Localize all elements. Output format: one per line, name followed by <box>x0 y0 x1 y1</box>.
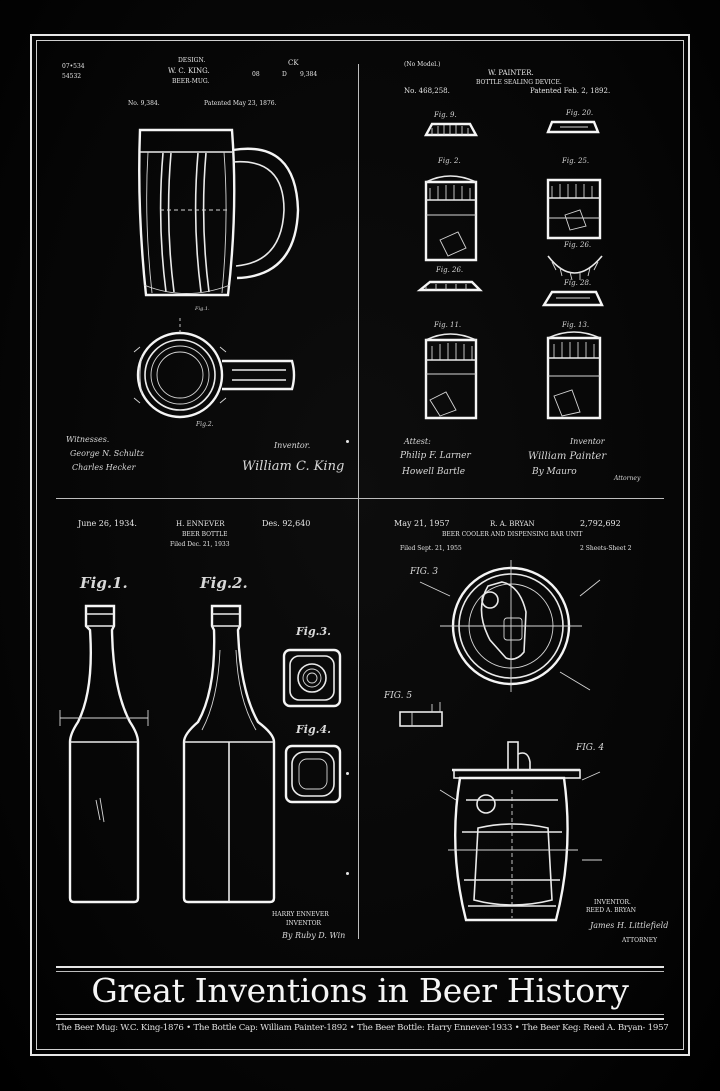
mug-corner-number-2: 54532 <box>62 73 82 80</box>
cap-patent-date: Patented Feb. 2, 1892. <box>530 87 611 95</box>
keg-attorney-label: ATTORNEY <box>622 937 658 944</box>
keg-inventor: R. A. BRYAN <box>490 520 535 528</box>
punch-dot <box>346 872 349 875</box>
cap-fig-label: Fig. 26. <box>564 241 592 249</box>
mug-witnesses-label: Witnesses. <box>66 435 110 444</box>
cap-attorney-signature: By Mauro <box>532 467 577 477</box>
mug-corner-right: CK <box>288 59 299 67</box>
cap-model-label: (No Model.) <box>404 61 441 68</box>
mug-witness-2: Charles Hecker <box>72 463 136 472</box>
mug-inventor: W. C. KING. <box>168 67 210 75</box>
cap-witness-2: Howell Bartle <box>402 467 466 477</box>
bottle-filed: Filed Dec. 21, 1933 <box>170 541 230 548</box>
keg-fig-4-label: FIG. 4 <box>576 743 605 753</box>
poster-frame-inner <box>36 40 684 1050</box>
title-rule-top-thin <box>56 971 664 972</box>
keg-attorney-signature: James H. Littlefield <box>590 921 669 930</box>
mug-inventor-signature: William C. King <box>242 459 345 474</box>
cap-fig-label: Fig. 11. <box>434 321 462 329</box>
keg-subtitle: BEER COOLER AND DISPENSING BAR UNIT <box>442 531 583 538</box>
cap-fig-label: Fig. 2. <box>438 157 461 165</box>
horizontal-divider <box>56 498 664 499</box>
title-rule-bottom-thin <box>56 1014 664 1015</box>
punch-dot <box>346 772 349 775</box>
bottle-inventor-role: INVENTOR <box>286 920 322 927</box>
cap-inventor-signature: William Painter <box>528 451 607 462</box>
keg-filed: Filed Sept. 21, 1955 <box>400 545 462 552</box>
keg-inventor-name: REED A. BRYAN <box>586 907 636 914</box>
cap-fig-label: Fig. 26. <box>436 266 464 274</box>
cap-fig-label: Fig. 28. <box>564 279 592 287</box>
cap-subtitle: BOTTLE SEALING DEVICE. <box>476 79 562 86</box>
cap-fig-label: Fig. 25. <box>562 157 590 165</box>
cap-patent-number: No. 468,258. <box>404 87 450 95</box>
vertical-divider-bottom <box>358 499 359 939</box>
poster-caption: The Beer Mug: W.C. King-1876 • The Bottl… <box>56 1023 669 1033</box>
mug-patent-date: Patented May 23, 1876. <box>204 100 277 107</box>
cap-fig-label: Fig. 9. <box>434 111 457 119</box>
keg-fig-5-label: FIG. 5 <box>384 691 413 701</box>
svg-text:Fig.1.: Fig.1. <box>194 306 210 312</box>
mug-code-a: 08 <box>252 71 260 78</box>
bottle-inventor: H. ENNEVER <box>176 520 225 528</box>
mug-design-label: DESIGN. <box>178 57 206 64</box>
bottle-fig-2-label: Fig.2. <box>200 574 248 592</box>
cap-fig-label: Fig. 13. <box>562 321 590 329</box>
keg-fig-3-label: FIG. 3 <box>410 567 439 577</box>
bottle-patent-date: June 26, 1934. <box>78 519 137 528</box>
mug-fig-label: Fig.2. <box>196 421 214 428</box>
bottle-attorney-signature: By Ruby D. Win <box>282 931 346 940</box>
cap-attorney-label: Attorney <box>614 475 641 482</box>
keg-patent-number: 2,792,692 <box>580 519 621 528</box>
mug-patent-number: No. 9,384. <box>128 100 160 107</box>
bottle-patent-number: Des. 92,640 <box>262 519 311 528</box>
cap-attest-label: Attest: <box>404 437 431 446</box>
poster-title: Great Inventions in Beer History <box>91 971 629 1010</box>
title-rule-top <box>56 966 664 968</box>
bottle-fig-1-label: Fig.1. <box>80 574 128 592</box>
cap-inventor-label: Inventor <box>570 437 605 446</box>
title-rule-bottom <box>56 1018 664 1020</box>
mug-code-b: D <box>282 71 287 78</box>
keg-sheets: 2 Sheets-Sheet 2 <box>580 545 632 552</box>
punch-dot <box>346 440 349 443</box>
vertical-divider-top <box>358 64 359 498</box>
bottle-fig-3-label: Fig.3. <box>296 625 331 638</box>
mug-corner-number-1: 07•534 <box>62 63 85 70</box>
keg-inventor-label: INVENTOR. <box>594 899 631 906</box>
mug-inventor-label: Inventor. <box>274 441 311 450</box>
bottle-fig-4-label: Fig.4. <box>296 723 331 736</box>
cap-fig-label: Fig. 20. <box>566 109 594 117</box>
bottle-inventor-caption: HARRY ENNEVER <box>272 911 329 918</box>
mug-witness-1: George N. Schultz <box>70 449 144 458</box>
keg-patent-date: May 21, 1957 <box>394 519 450 528</box>
mug-subtitle: BEER-MUG. <box>172 78 210 85</box>
cap-inventor: W. PAINTER. <box>488 69 534 77</box>
cap-witness-1: Philip F. Larner <box>400 451 471 461</box>
bottle-subtitle: BEER BOTTLE <box>182 531 228 538</box>
poster-frame-outer <box>30 34 690 1056</box>
mug-code-c: 9,384 <box>300 71 318 78</box>
